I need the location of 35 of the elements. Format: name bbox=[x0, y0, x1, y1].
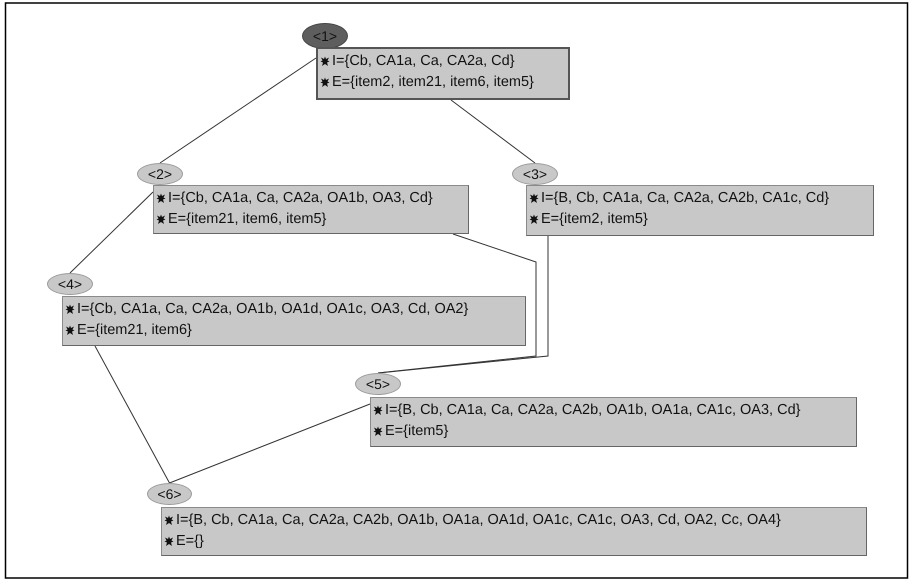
connector-line bbox=[94, 346, 170, 484]
concept-box bbox=[526, 185, 874, 236]
concept-ellipse bbox=[147, 483, 192, 505]
concept-number: <6> bbox=[157, 486, 182, 502]
set-text: E={item21, item6} bbox=[77, 321, 192, 340]
concept-box bbox=[153, 185, 469, 234]
concept-number: <4> bbox=[58, 276, 82, 292]
concept-ellipse bbox=[355, 373, 401, 395]
concept-number: <5> bbox=[366, 376, 390, 392]
set-text: I={B, Cb, CA1a, Ca, CA2a, CA2b, OA1b, OA1a, OA1d, OA1c, CA1c, OA3, Cd, OA2, Cc, OA4} bbox=[176, 511, 781, 530]
set-text: I={Cb, CA1a, Ca, CA2a, OA1b, OA3, Cd} bbox=[168, 189, 433, 208]
connector-line bbox=[160, 58, 316, 164]
set-text: I={B, Cb, CA1a, Ca, CA2a, CA2b, CA1c, Cd} bbox=[541, 189, 830, 208]
set-text: E={item2, item5} bbox=[541, 210, 648, 229]
set-text: I={Cb, CA1a, Ca, CA2a, Cd} bbox=[332, 52, 515, 71]
concept-number: <2> bbox=[148, 166, 172, 182]
concept-box bbox=[62, 296, 526, 346]
connector-line bbox=[70, 192, 154, 274]
set-text: E={item2, item21, item6, item5} bbox=[332, 73, 534, 92]
concept-ellipse bbox=[302, 23, 348, 49]
concept-number: <3> bbox=[522, 166, 548, 182]
concept-ellipse bbox=[512, 163, 558, 185]
connector-line bbox=[169, 404, 370, 484]
set-text: I={Cb, CA1a, Ca, CA2a, OA1b, OA1d, OA1c, OA3, Cd, OA2} bbox=[77, 300, 468, 319]
concept-ellipse bbox=[137, 163, 183, 185]
concept-number: <1> bbox=[312, 28, 338, 44]
set-text: I={B, Cb, CA1a, Ca, CA2a, CA2b, OA1b, OA1a, CA1c, OA3, Cd} bbox=[385, 401, 800, 420]
concept-box bbox=[316, 47, 570, 100]
set-text: E={item5} bbox=[385, 422, 448, 441]
connector-line bbox=[450, 100, 536, 164]
concept-box bbox=[370, 397, 857, 447]
set-text: E={} bbox=[176, 532, 204, 551]
set-text: E={item21, item6, item5} bbox=[168, 210, 326, 229]
concept-box bbox=[161, 507, 867, 556]
concept-ellipse bbox=[47, 273, 93, 295]
